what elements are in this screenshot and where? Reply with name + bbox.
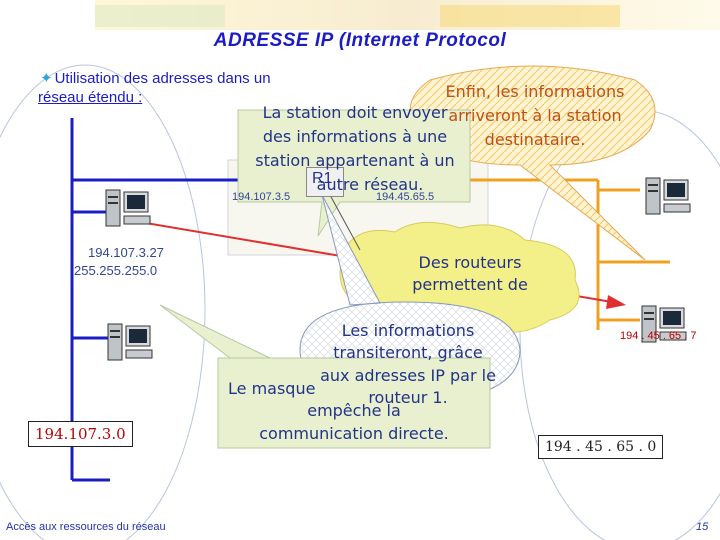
bubble-transit-text: Les informations transiteront, grâce aux… (320, 321, 496, 408)
bullet-star-icon: ✦ (40, 70, 53, 87)
bullet-text: ✦Utilisation des adresses dans un réseau… (38, 70, 340, 108)
computer-icon[interactable] (106, 322, 154, 366)
routeurs-pointer (329, 194, 361, 251)
bubble-masque-text: Le masque empêche la communication direc… (228, 379, 449, 443)
host-left-ip: 194.107.3.27 (88, 245, 164, 260)
arrow-icon (606, 295, 626, 309)
network-left-label: 194.107.3.0 (28, 421, 133, 447)
page-title: ADRESSE IP (Internet Protocol (213, 30, 507, 51)
bullet-line-1: Utilisation des adresses dans un (54, 70, 271, 87)
network-right-label: 194 . 45 . 65 . 0 (538, 435, 664, 459)
bubble-routeurs-text: Des routeurs permettent de (412, 253, 528, 294)
router-icon[interactable] (306, 167, 344, 197)
router-ip-left: 194.107.3.5 (232, 191, 291, 203)
computer-icon[interactable] (640, 304, 688, 348)
bubble-station-text: La station doit envoyer des informations… (255, 103, 455, 194)
page-number: 15 (696, 521, 709, 533)
bullet-line-2: réseau étendu : (38, 88, 143, 106)
host-right-ip: 194 . 45 . 65 . 7 (620, 330, 697, 342)
footer-text: Accès aux ressources du réseau (6, 521, 166, 533)
host-left-mask: 255.255.255.0 (74, 263, 158, 278)
bubble-enfin-text: Enfin, les informations arriveront à la … (445, 82, 625, 149)
router-label: R1 (312, 170, 333, 187)
router-ip-right: 194.45.65.5 (376, 191, 435, 203)
bubble-masque-shape (159, 304, 491, 449)
computer-icon[interactable] (104, 188, 152, 232)
computer-icon[interactable] (644, 176, 692, 220)
